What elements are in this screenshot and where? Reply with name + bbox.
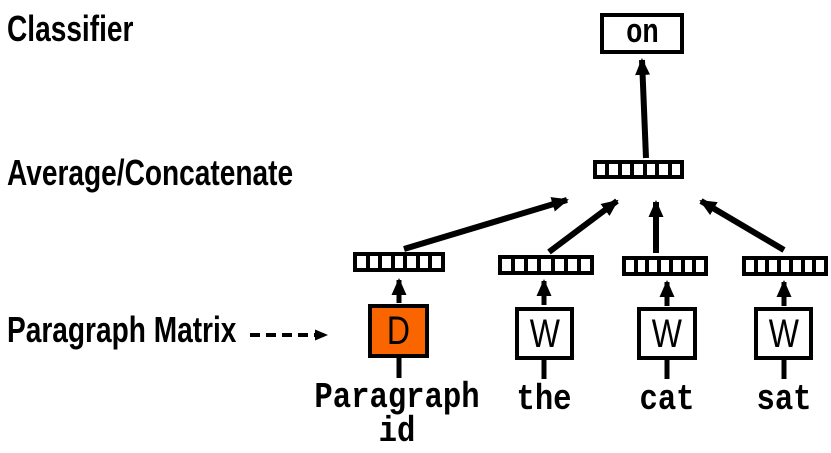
word-vector-sat [742,256,828,276]
paragraph-id-label-line1: Paragraph [314,377,480,418]
output-word-label: on [625,14,659,53]
w-box-letter: W [529,311,560,356]
word-w-box-sat: W [754,307,813,360]
arrow-sat-vector-to-hidden [699,198,786,253]
word-w-box-the: W [515,307,574,360]
word-label-cat: cat [639,379,695,420]
word-vector-cat [622,256,708,276]
hidden-vector [593,160,684,179]
paragraph-matrix-label: Paragraph Matrix [7,309,237,350]
word-w-box-cat: W [637,307,697,360]
word-label-the: the [516,379,572,420]
d-box-letter: D [386,309,411,353]
output-word-box: on [600,13,684,54]
w-box-letter: W [768,311,799,356]
word-vector-the [498,255,594,275]
average-concatenate-label: Average/Concatenate [7,152,294,193]
w-box-letter: W [651,311,683,356]
paragraph-d-box: D [368,304,429,358]
word-label-sat: sat [756,379,812,420]
classifier-label: Classifier [7,8,134,49]
arrow-hidden-to-output [635,58,651,159]
arrow-paragraph-vector-to-hidden [403,197,569,252]
paragraph-id-label-line2: id [378,411,416,452]
arrow-the-vector-to-hidden [547,198,619,255]
paragraph-vector [353,252,445,272]
